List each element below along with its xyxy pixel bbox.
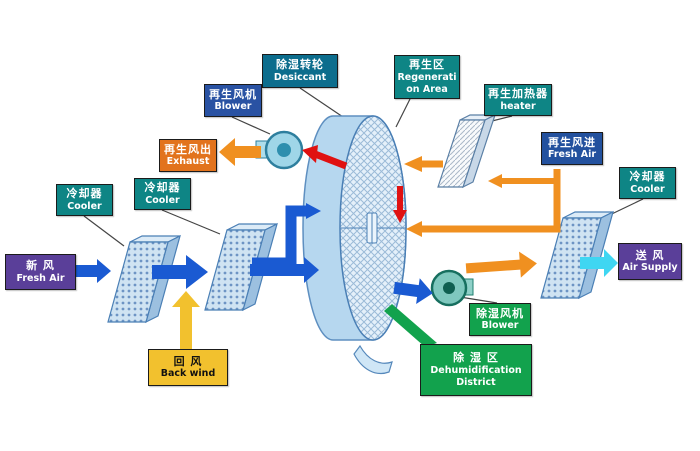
label-dehumid-district-en1: Dehumidification — [430, 365, 522, 376]
air-supply-arrow — [580, 249, 618, 277]
label-regen-fresh-air-zh: 再生风进 — [548, 135, 596, 149]
label-regen-exhaust-zh: 再生风出 — [164, 142, 212, 156]
label-dehumid-blower-zh: 除湿风机 — [476, 306, 524, 320]
callout-lines — [83, 87, 644, 304]
dehumid-blower-hub — [443, 282, 455, 294]
heater-to-wheel-arrowhead — [404, 156, 422, 172]
label-regen-heater-zh: 再生加热器 — [488, 87, 548, 101]
label-dehumid-district-zh: 除 湿 区 — [453, 351, 499, 365]
cooler-right-front-face — [540, 217, 602, 299]
label-fresh-air-inlet: 新 风 Fresh Air — [5, 254, 76, 290]
label-back-wind-en: Back wind — [160, 368, 216, 380]
callout-line-cooler1 — [83, 215, 125, 247]
regen-inlet-arrowhead — [406, 221, 422, 237]
label-cooler-left-2: 冷却器 Cooler — [134, 178, 191, 210]
label-dehumid-district: 除 湿 区 Dehumidification District — [420, 344, 532, 396]
label-regen-exhaust-en: Exhaust — [166, 156, 210, 168]
label-cooler-left-1-zh: 冷却器 — [66, 187, 103, 201]
label-cooler-right-en: Cooler — [630, 183, 665, 195]
label-air-supply-en: Air Supply — [622, 262, 678, 274]
label-cooler-left-1-en: Cooler — [67, 200, 102, 212]
label-regeneration-area-en1: Regenerati — [397, 72, 457, 83]
label-regen-fresh-air-en: Fresh Air — [547, 149, 597, 161]
label-dehumid-blower-en: Blower — [481, 320, 519, 332]
regen-blower-fan — [255, 130, 304, 170]
wheel-segment-icon — [353, 344, 393, 375]
label-dehumid-blower: 除湿风机 Blower — [469, 303, 531, 336]
label-desiccant-wheel-en: Desiccant — [273, 71, 327, 83]
fresh-air-inlet-arrow — [76, 259, 111, 283]
label-regeneration-area-en2: on Area — [406, 83, 448, 95]
label-regen-blower-zh: 再生风机 — [209, 87, 257, 101]
callout-line-cooler2 — [161, 209, 221, 235]
regen-inlet-elbow-arrow — [420, 169, 561, 233]
regen-through-wheel-arrowhead — [393, 210, 407, 223]
blower-to-cooler-arrow — [465, 251, 537, 278]
callout-line-regen-blower — [231, 116, 271, 135]
label-cooler-left-1: 冷却器 Cooler — [56, 184, 113, 216]
process-air-upper-arrowhead — [306, 203, 321, 219]
label-regen-heater-en: heater — [500, 100, 536, 112]
label-cooler-left-2-zh: 冷却器 — [144, 181, 181, 195]
label-regen-blower-en: Blower — [214, 101, 252, 113]
wheel-to-blower-arrowhead — [302, 145, 318, 163]
label-regeneration-area-zh: 再生区 — [409, 58, 445, 72]
cooler-to-cooler-arrow — [152, 255, 208, 289]
label-regen-exhaust: 再生风出 Exhaust — [159, 139, 217, 172]
exhaust-arrow — [219, 138, 261, 166]
label-cooler-right: 冷却器 Cooler — [619, 167, 676, 199]
regen-blower-hub — [277, 143, 291, 157]
cooler1-front-face — [107, 241, 169, 323]
label-desiccant-wheel-zh: 除湿转轮 — [276, 58, 324, 72]
heater-front-face — [437, 119, 486, 188]
label-fresh-air-inlet-en: Fresh Air — [16, 272, 65, 284]
label-cooler-left-2-en: Cooler — [145, 194, 180, 206]
label-desiccant-wheel: 除湿转轮 Desiccant — [262, 54, 338, 88]
process-air-upper-arrow — [252, 205, 306, 269]
cooler2-front-face — [204, 229, 266, 311]
return-air-arrow — [172, 291, 200, 349]
label-regen-heater: 再生加热器 heater — [484, 84, 552, 116]
label-air-supply-zh: 送 风 — [635, 248, 665, 262]
heater-inlet-arrowhead — [488, 174, 502, 188]
label-back-wind-zh: 回 风 — [173, 354, 203, 368]
label-fresh-air-inlet-zh: 新 风 — [26, 259, 55, 273]
label-air-supply: 送 风 Air Supply — [618, 243, 682, 280]
callout-line-dehumid-blower — [459, 296, 498, 304]
cooler-unit-right — [540, 210, 614, 300]
dehumid-district-pointer — [384, 304, 437, 347]
heater-unit — [437, 113, 497, 189]
wheel-to-blower-arrow — [313, 150, 348, 170]
rotary-wheel — [302, 115, 407, 375]
wheel-outlet-arrow — [393, 278, 433, 304]
label-regen-fresh-air: 再生风进 Fresh Air — [541, 132, 603, 165]
label-dehumid-district-en2: District — [456, 376, 496, 388]
label-regen-blower: 再生风机 Blower — [204, 84, 262, 117]
process-air-lower-arrow — [250, 257, 319, 283]
callout-line-desiccant — [299, 87, 344, 118]
label-cooler-right-zh: 冷却器 — [629, 170, 666, 184]
dehumid-blower-fan — [430, 269, 474, 307]
callout-line-regen-area — [395, 98, 411, 128]
label-regeneration-area: 再生区 Regenerati on Area — [394, 55, 460, 99]
label-back-wind: 回 风 Back wind — [148, 349, 228, 386]
